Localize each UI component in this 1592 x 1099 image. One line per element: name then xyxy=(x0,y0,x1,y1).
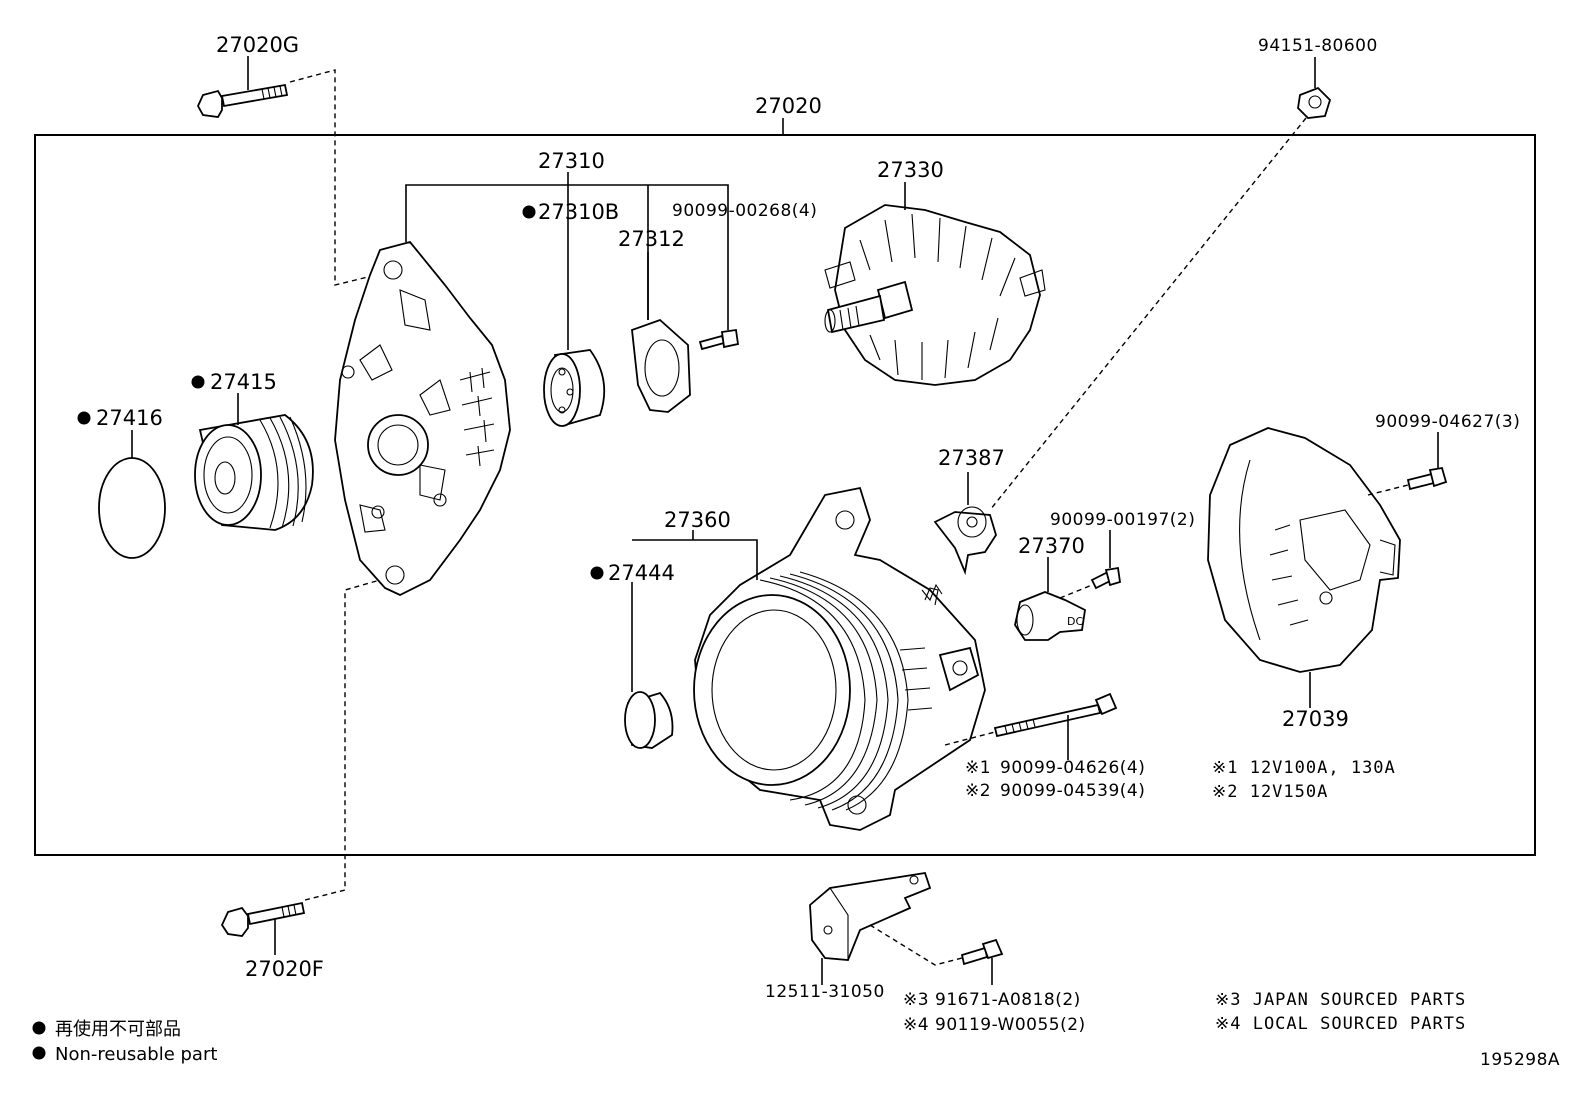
label-27312: 27312 xyxy=(618,227,685,251)
bolt-27020F[interactable] xyxy=(220,901,306,937)
note-3: ※3 JAPAN SOURCED PARTS xyxy=(1215,990,1466,1010)
ref-mark-2: ※2 xyxy=(965,781,991,801)
bolt-27020G[interactable] xyxy=(196,83,289,118)
bracket-12511-31050[interactable] xyxy=(809,871,932,961)
rotor-27330[interactable] xyxy=(824,204,1046,386)
rectifier-end-frame-27360[interactable] xyxy=(693,486,986,831)
label-90099-00197: 90099-00197(2) xyxy=(1050,510,1195,530)
non-reusable-dot-27415 xyxy=(191,375,205,389)
ref-mark-3: ※3 xyxy=(903,990,929,1010)
bearing-27310B[interactable] xyxy=(543,349,606,427)
label-27039: 27039 xyxy=(1282,707,1349,731)
label-90099-04626: 90099-04626(4) xyxy=(1000,758,1145,778)
cap-27416[interactable] xyxy=(98,457,166,559)
label-27020G: 27020G xyxy=(216,33,299,57)
screw-90099-00197[interactable] xyxy=(1090,566,1122,590)
legend-dot-jp xyxy=(32,1021,46,1035)
nut-94151-80600[interactable] xyxy=(1297,86,1332,119)
label-27330: 27330 xyxy=(877,158,944,182)
label-27387: 27387 xyxy=(938,446,1005,470)
label-90119-W0055: 90119-W0055(2) xyxy=(935,1015,1086,1035)
label-90099-00268: 90099-00268(4) xyxy=(672,201,817,221)
label-27416: 27416 xyxy=(96,406,163,430)
note-2: ※2 12V150A xyxy=(1212,782,1328,802)
label-27444: 27444 xyxy=(608,561,675,585)
legend-en: Non-reusable part xyxy=(55,1044,217,1065)
svg-text:DC: DC xyxy=(1067,615,1083,628)
label-94151-80600: 94151-80600 xyxy=(1258,36,1378,56)
label-27310: 27310 xyxy=(538,149,605,173)
screw-90099-00268[interactable] xyxy=(698,328,740,351)
ref-mark-4: ※4 xyxy=(903,1015,929,1035)
spacer-27444[interactable] xyxy=(624,691,674,749)
rear-cover-27039[interactable] xyxy=(1207,427,1401,673)
label-27310B: 27310B xyxy=(538,200,619,224)
non-reusable-dot-27416 xyxy=(77,411,91,425)
bolt-91671-A0818[interactable] xyxy=(960,938,1004,966)
screw-90099-04627[interactable] xyxy=(1406,466,1448,491)
drive-end-frame[interactable] xyxy=(334,240,511,596)
label-27370: 27370 xyxy=(1018,534,1085,558)
diagram-id: 195298A xyxy=(1480,1050,1560,1070)
label-90099-04627: 90099-04627(3) xyxy=(1375,412,1520,432)
pulley-27415[interactable] xyxy=(194,414,314,531)
label-12511-31050: 12511-31050 xyxy=(765,982,885,1002)
note-1: ※1 12V100A, 130A xyxy=(1212,758,1396,778)
label-90099-04539: 90099-04539(4) xyxy=(1000,781,1145,801)
insulator-27387[interactable] xyxy=(933,506,997,576)
label-27360: 27360 xyxy=(664,508,731,532)
label-91671-A0818: 91671-A0818(2) xyxy=(935,990,1081,1010)
legend-jp: 再使用不可部品 xyxy=(55,1019,181,1040)
label-27020: 27020 xyxy=(755,94,822,118)
legend-dot-en xyxy=(32,1046,46,1060)
note-4: ※4 LOCAL SOURCED PARTS xyxy=(1215,1014,1466,1034)
non-reusable-dot-27444 xyxy=(590,566,604,580)
brush-holder-27370[interactable]: DC xyxy=(1014,591,1086,641)
assembly-frame xyxy=(34,134,1536,856)
ref-mark-1: ※1 xyxy=(965,758,991,778)
non-reusable-dot-27310B xyxy=(522,205,536,219)
label-27020F: 27020F xyxy=(245,957,324,981)
retainer-plate-27312[interactable] xyxy=(631,318,691,413)
label-27415: 27415 xyxy=(210,370,277,394)
through-bolt-90099-04626[interactable] xyxy=(993,692,1118,738)
